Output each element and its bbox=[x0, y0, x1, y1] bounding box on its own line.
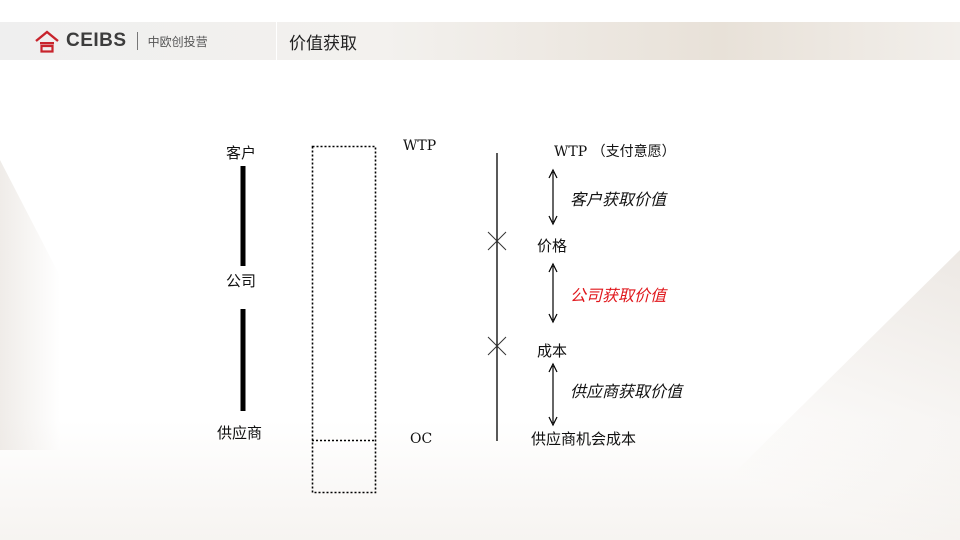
cost-label: 成本 bbox=[537, 342, 568, 360]
logo-subtitle: 中欧创投营 bbox=[147, 34, 208, 49]
customer-label: 客户 bbox=[226, 144, 257, 162]
wtp-description-label: WTP （支付意愿） bbox=[554, 144, 676, 160]
ceibs-logo-icon bbox=[35, 30, 59, 53]
cost-cross-icon bbox=[487, 336, 507, 356]
page-title: 价值获取 bbox=[289, 34, 357, 54]
value-range-box bbox=[311, 145, 377, 494]
price-cross-icon bbox=[487, 231, 507, 251]
customer-capture-label: 客户获取价值 bbox=[570, 190, 667, 209]
supplier-capture-arrow bbox=[548, 362, 558, 427]
header-bar: CEIBS 中欧创投营 价值获取 bbox=[0, 22, 960, 60]
header-separator bbox=[276, 22, 277, 60]
supplier-label: 供应商 bbox=[217, 424, 263, 442]
supplier-oc-label: 供应商机会成本 bbox=[531, 430, 637, 448]
company-capture-label: 公司获取价值 bbox=[570, 286, 667, 305]
supplier-capture-label: 供应商获取价值 bbox=[570, 382, 683, 401]
company-capture-arrow bbox=[548, 262, 558, 324]
logo-divider bbox=[136, 32, 138, 50]
oc-label: OC bbox=[410, 431, 433, 447]
price-label: 价格 bbox=[537, 237, 568, 255]
logo: CEIBS 中欧创投营 bbox=[34, 22, 208, 60]
company-label: 公司 bbox=[226, 272, 257, 290]
logo-text: CEIBS bbox=[66, 30, 127, 51]
wtp-label: WTP bbox=[403, 138, 437, 154]
customer-capture-arrow bbox=[548, 168, 558, 226]
